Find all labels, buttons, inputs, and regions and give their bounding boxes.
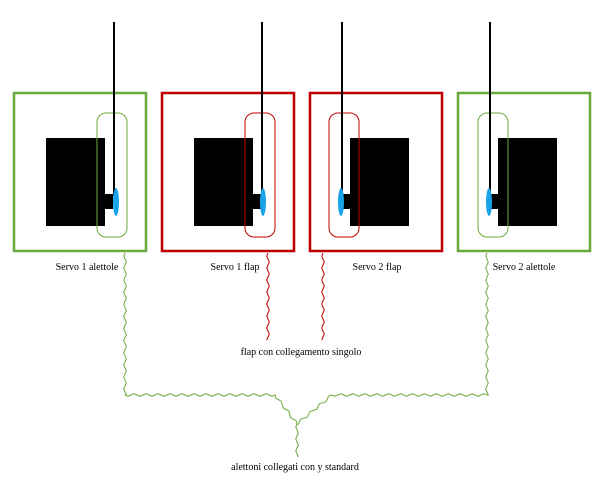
wires: [123, 252, 490, 458]
servo-box: [160, 91, 296, 253]
servo-label: Servo 1 flap: [211, 262, 260, 273]
servo-horn: [113, 188, 119, 216]
aileron-wire-left: [123, 252, 298, 425]
aileron-wire-right: [297, 252, 490, 426]
servo-2-flap: Servo 2 flap: [308, 22, 444, 273]
servo-body: [498, 138, 557, 226]
servo-output-shaft: [490, 194, 499, 209]
flap-wire-1: [266, 252, 270, 341]
servo-horn: [486, 188, 492, 216]
highlight-outline: [328, 112, 360, 238]
servo-1-aileron: Servo 1 alettole: [12, 22, 148, 273]
servo-output-shaft: [252, 194, 261, 209]
servo-box: [456, 91, 592, 253]
servo-horn: [338, 188, 344, 216]
servo-body: [350, 138, 409, 226]
servo-body: [194, 138, 253, 226]
flap-note: flap con collegamento singolo: [241, 347, 362, 358]
servo-body: [46, 138, 105, 226]
servo-2-aileron: Servo 2 alettole: [456, 22, 592, 273]
aileron-note: alettoni collegati con y standard: [231, 462, 359, 473]
servo-box: [308, 91, 444, 253]
y-cable-common: [295, 423, 299, 458]
flap-wire-2: [321, 252, 325, 341]
servo-label: Servo 2 flap: [353, 262, 402, 273]
highlight-outline: [96, 112, 128, 238]
servo-label: Servo 1 alettole: [56, 262, 119, 273]
servo-output-shaft: [342, 194, 351, 209]
servo-1-flap: Servo 1 flap: [160, 22, 296, 273]
servo-label: Servo 2 alettole: [493, 262, 556, 273]
highlight-outline: [477, 112, 509, 238]
highlight-outline: [244, 112, 276, 238]
servo-box: [12, 91, 148, 253]
servo-horn: [260, 188, 266, 216]
servo-output-shaft: [104, 194, 113, 209]
